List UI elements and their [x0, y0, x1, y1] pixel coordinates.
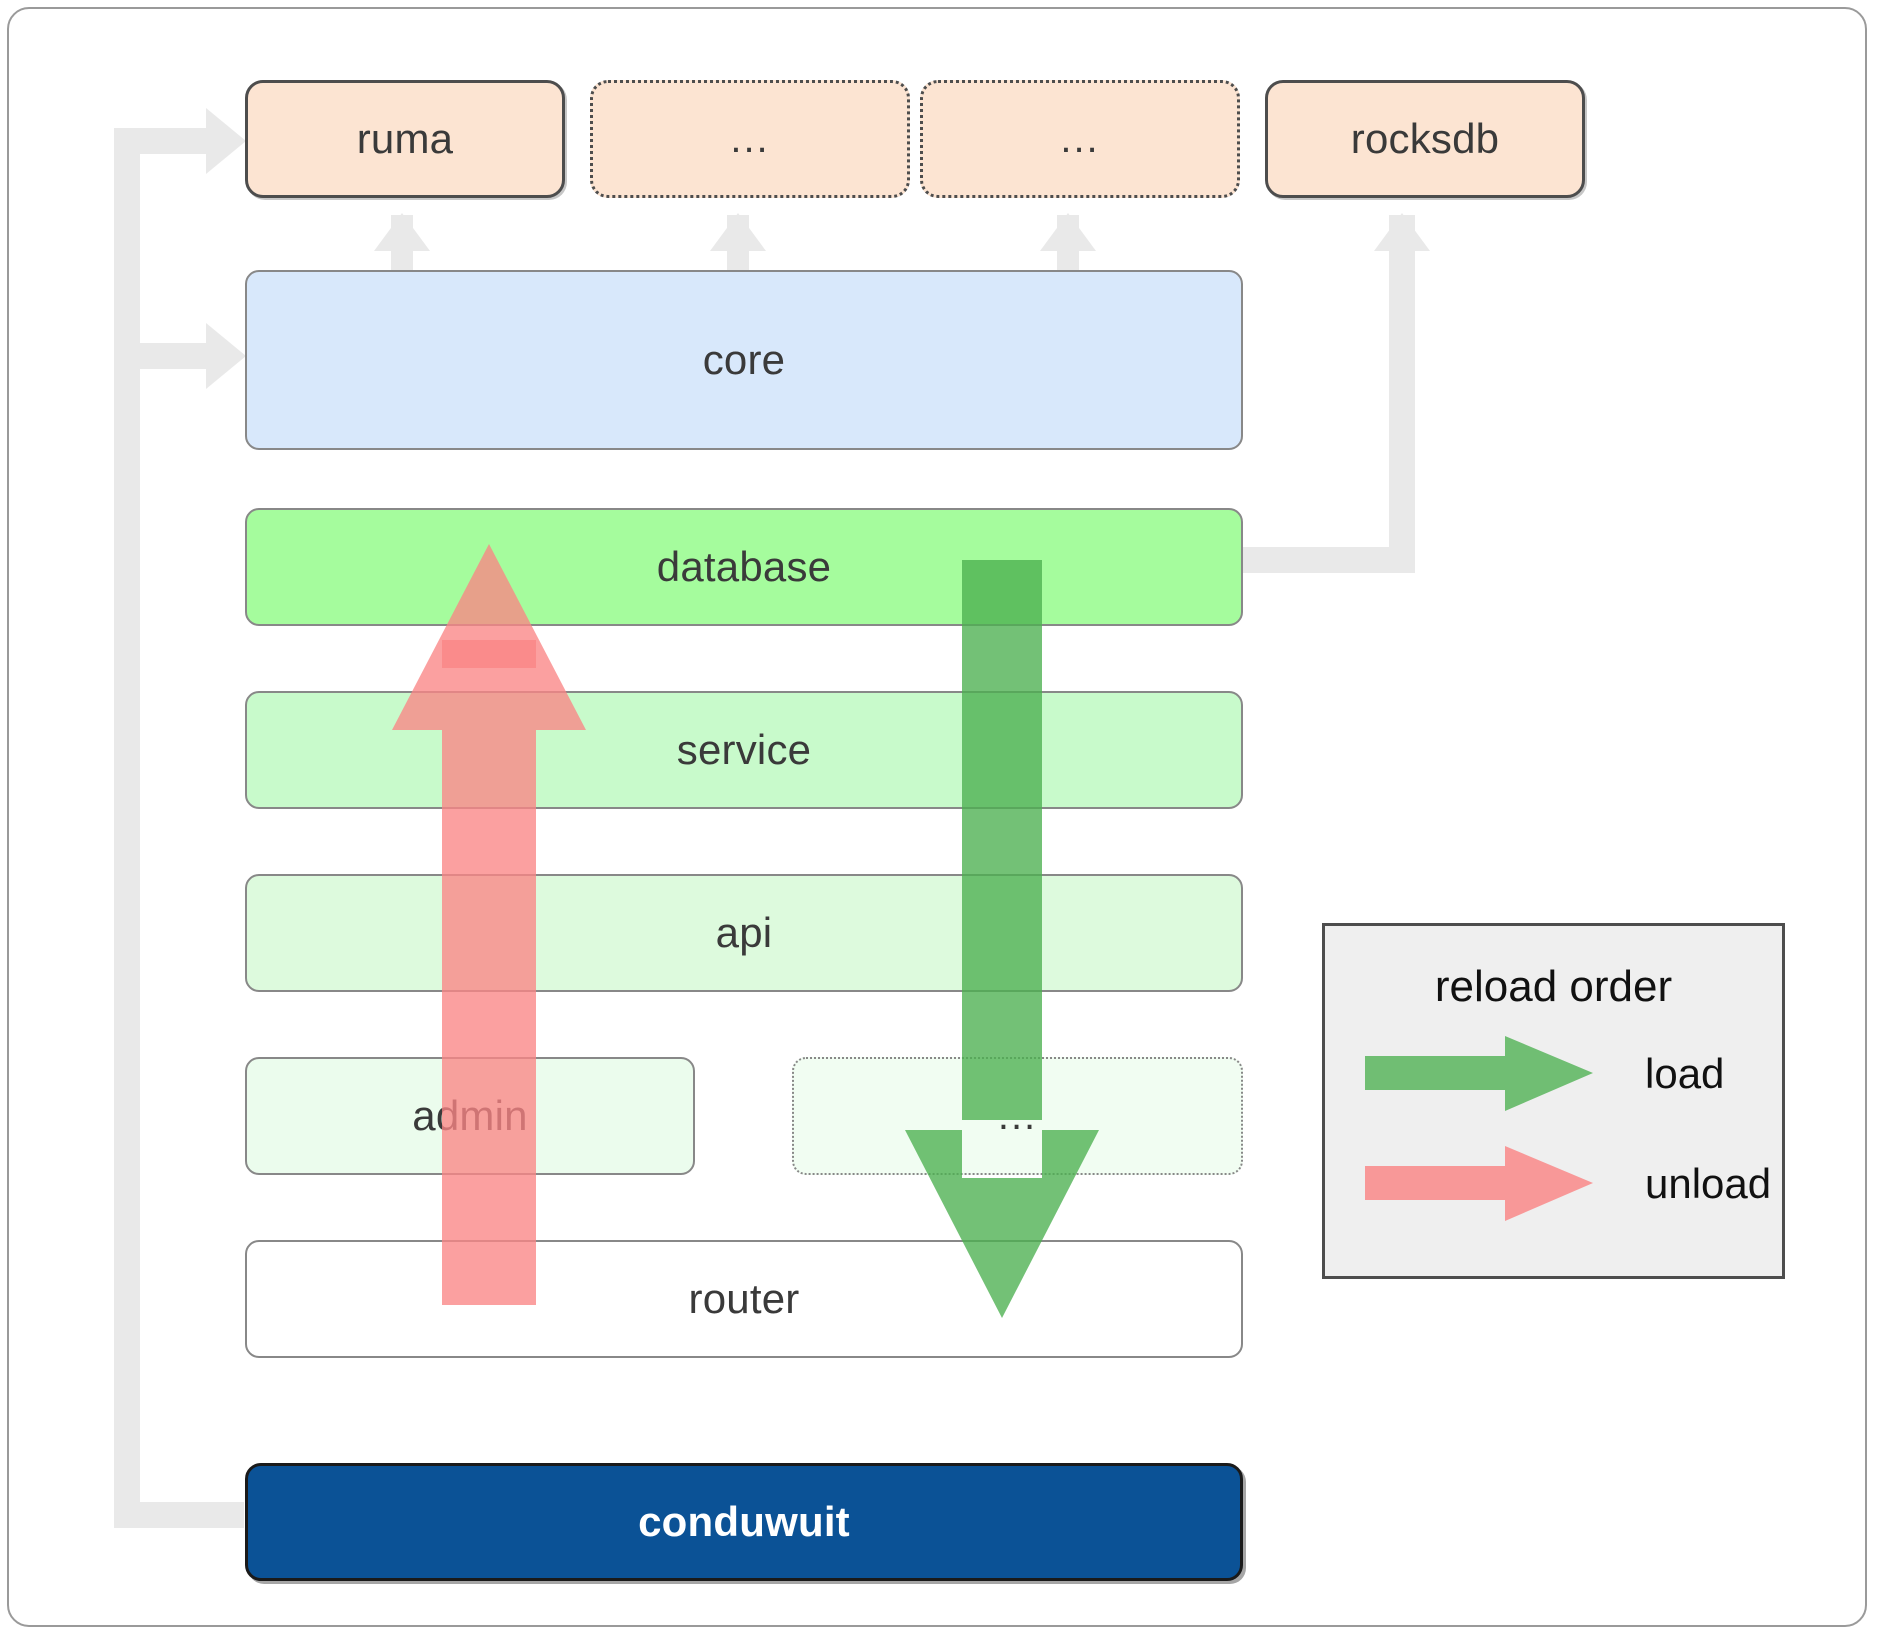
node-admin[interactable]: admin: [245, 1057, 695, 1175]
node-more[interactable]: ...: [792, 1057, 1243, 1175]
connector-trunk-bottom: [114, 1502, 244, 1528]
node-ruma[interactable]: ruma: [245, 80, 565, 198]
node-conduwuit[interactable]: conduwuit: [245, 1463, 1243, 1581]
node-more-label: ...: [997, 1094, 1038, 1138]
legend-load-arrow: [1365, 1036, 1593, 1111]
node-rocksdb-label: rocksdb: [1350, 115, 1500, 162]
node-ruma-label: ruma: [356, 115, 454, 162]
node-database[interactable]: database: [245, 508, 1243, 626]
node-database-label: database: [656, 543, 832, 590]
node-dep-gap-1-label: ...: [730, 117, 770, 161]
connector-branch-core: [114, 343, 214, 369]
node-api[interactable]: api: [245, 874, 1243, 992]
node-conduwuit-label: conduwuit: [638, 1498, 850, 1545]
connector-arrowhead-core-to-dep1: [710, 213, 766, 251]
node-core[interactable]: core: [245, 270, 1243, 450]
diagram-frame: [7, 7, 1867, 1627]
connector-db-to-rocksdb-horizontal: [1230, 547, 1415, 573]
legend-load-head: [1505, 1036, 1593, 1111]
legend-unload-arrow: [1365, 1146, 1593, 1221]
node-router-label: router: [688, 1275, 800, 1322]
node-dep-gap-1[interactable]: ...: [590, 80, 910, 198]
legend-title: reload order: [1434, 962, 1673, 1011]
connector-arrowhead-core-to-ruma: [374, 213, 430, 251]
node-dep-gap-2-label: ...: [1060, 117, 1100, 161]
connector-arrowhead-core-to-dep2: [1040, 213, 1096, 251]
node-service[interactable]: service: [245, 691, 1243, 809]
connector-arrowhead-ruma: [206, 108, 246, 174]
node-admin-label: admin: [412, 1092, 528, 1139]
connector-arrowhead-core: [206, 323, 246, 389]
node-core-label: core: [702, 336, 786, 383]
legend-load-shaft: [1365, 1056, 1533, 1090]
legend-unload-label: unload: [1645, 1160, 1772, 1207]
node-router[interactable]: router: [245, 1240, 1243, 1358]
legend-box: reload order load unload: [1322, 923, 1785, 1279]
connector-db-to-rocksdb-vertical: [1389, 215, 1415, 573]
node-rocksdb[interactable]: rocksdb: [1265, 80, 1585, 198]
connector-trunk-left: [114, 128, 140, 1528]
legend-unload-head: [1505, 1146, 1593, 1221]
legend-load-label: load: [1645, 1050, 1725, 1097]
node-service-label: service: [676, 726, 812, 773]
node-dep-gap-2[interactable]: ...: [920, 80, 1240, 198]
connector-branch-ruma: [114, 128, 214, 154]
node-api-label: api: [715, 909, 773, 956]
connector-arrowhead-rocksdb: [1374, 213, 1430, 251]
legend-unload-shaft: [1365, 1166, 1533, 1200]
